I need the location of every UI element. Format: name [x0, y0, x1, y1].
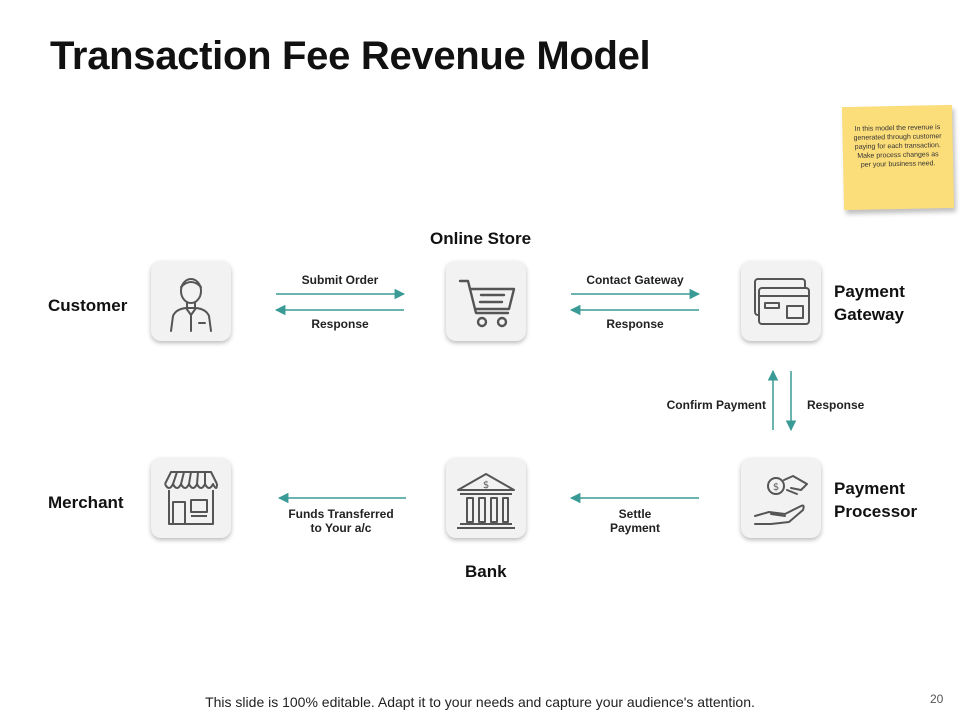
payment-gateway-label-line1: Payment [834, 282, 905, 301]
edge-label-response-customer: Response [311, 317, 369, 331]
payment-gateway-label-line2: Gateway [834, 305, 904, 324]
shopping-cart-icon [458, 279, 516, 328]
customer-node [151, 261, 231, 341]
edge-label-funds-line2: to Your a/c [310, 521, 372, 535]
merchant-label: Merchant [48, 493, 124, 512]
edge-label-funds-line1: Funds Transferred [288, 507, 394, 521]
online-store-label: Online Store [430, 229, 532, 248]
customer-label: Customer [48, 296, 128, 315]
storefront-icon [164, 471, 218, 525]
edge-label-funds-transferred: Funds Transferred to Your a/c [276, 507, 406, 535]
payment-gateway-label: Payment Gateway [834, 280, 905, 326]
edge-label-submit-order: Submit Order [301, 273, 379, 287]
svg-text:$: $ [483, 480, 489, 491]
edge-label-settle-payment-line2: Payment [609, 521, 661, 535]
page-number: 20 [930, 692, 944, 706]
edge-label-settle-payment-line1: Settle [618, 507, 652, 521]
bank-building-icon: $ [457, 473, 515, 529]
edge-label-confirm-payment: Confirm Payment [666, 398, 766, 412]
payment-gateway-node [741, 261, 821, 341]
hand-receiving-money-icon: $ [754, 475, 808, 525]
bank-label: Bank [465, 562, 507, 581]
payment-processor-label-line2: Processor [834, 502, 918, 521]
online-store-node [446, 261, 526, 341]
payment-processor-label: Payment Processor [834, 477, 917, 523]
credit-card-icon [754, 278, 810, 325]
edge-label-response-store: Response [606, 317, 664, 331]
payment-processor-label-line1: Payment [834, 479, 905, 498]
slide-title: Transaction Fee Revenue Model [50, 34, 651, 78]
footer-text: This slide is 100% editable. Adapt it to… [205, 694, 755, 710]
edge-label-response-gateway: Response [807, 398, 865, 412]
merchant-node [151, 458, 231, 538]
svg-text:$: $ [773, 482, 779, 493]
edge-label-contact-gateway: Contact Gateway [586, 273, 684, 287]
payment-processor-node: $ [741, 458, 821, 538]
bank-node: $ [446, 458, 526, 538]
edge-label-settle-payment: Settle Payment [571, 507, 699, 535]
person-icon [170, 278, 212, 332]
